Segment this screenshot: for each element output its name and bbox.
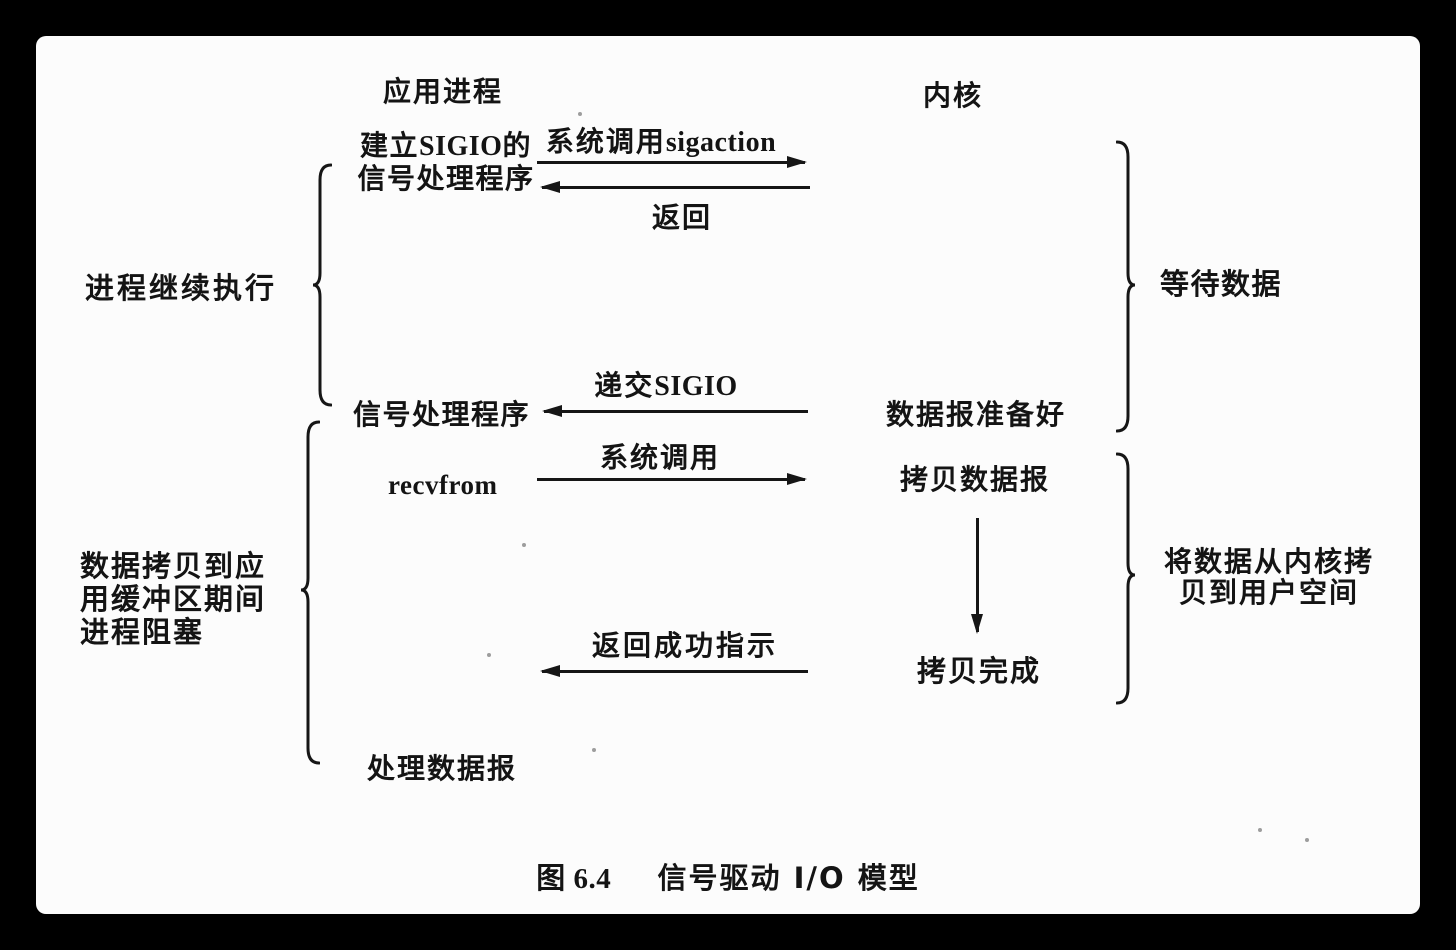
figure-caption: 图 6.4 信号驱动 I/O 模型 [36, 861, 1420, 896]
label-setup-sigio-handler: 建立SIGIO的 信号处理程序 [346, 129, 546, 196]
label-recvfrom: recvfrom [388, 470, 498, 500]
label-wait-for-data: 等待数据 [1160, 267, 1283, 301]
left-brace-bottom-icon [300, 420, 320, 765]
arrowhead-right-icon [787, 473, 807, 485]
blocked-line3: 进程阻塞 [80, 615, 205, 649]
label-copy-complete: 拷贝完成 [917, 654, 1042, 688]
arrow-shaft [544, 410, 808, 413]
scan-speck [487, 653, 491, 657]
caption-title: 信号驱动 I/O 模型 [657, 861, 920, 895]
copy-kernel-line1: 将数据从内核拷 [1163, 545, 1374, 578]
label-setup-sigio-line2: 信号处理程序 [357, 162, 535, 196]
label-copy-kernel-to-user: 将数据从内核拷 贝到用户空间 [1154, 546, 1384, 608]
label-return-success: 返回成功指示 [592, 629, 779, 662]
right-brace-top-icon [1116, 140, 1136, 433]
blocked-line1: 数据拷贝到应 [80, 549, 267, 583]
label-process-datagram: 处理数据报 [367, 752, 518, 785]
scan-speck [1258, 828, 1262, 832]
setup-sigio-latin: SIGIO [419, 131, 503, 162]
arrowhead-down-icon [971, 614, 983, 634]
scan-speck [592, 748, 596, 752]
diagram-canvas: 应用进程 内核 建立SIGIO的 信号处理程序 系统调用sigaction 返回… [36, 36, 1420, 914]
arrow-shaft [542, 186, 810, 189]
label-copy-datagram: 拷贝数据报 [900, 463, 1051, 496]
deliver-sigio-latin: SIGIO [654, 371, 738, 402]
label-return: 返回 [652, 201, 713, 234]
label-process-continues: 进程继续执行 [85, 271, 278, 305]
arrowhead-left-icon [540, 665, 560, 677]
header-application-process: 应用进程 [383, 75, 504, 108]
sigaction-call-zh: 系统调用 [545, 125, 666, 158]
arrow-shaft [537, 161, 805, 164]
arrow-shaft [976, 518, 979, 632]
caption-number: 图 6.4 [536, 863, 612, 895]
label-datagram-ready: 数据报准备好 [886, 398, 1067, 431]
label-sigaction-call: 系统调用sigaction [541, 125, 781, 159]
arrowhead-left-icon [542, 405, 562, 417]
scan-speck [1305, 838, 1309, 842]
label-setup-sigio-line1: 建立SIGIO的 [346, 129, 546, 163]
label-blocked-during-copy: 数据拷贝到应 用缓冲区期间 进程阻塞 [80, 550, 266, 649]
label-signal-handler: 信号处理程序 [353, 398, 531, 431]
arrow-shaft [542, 670, 808, 673]
copy-kernel-line2: 贝到用户空间 [1178, 576, 1359, 609]
right-brace-bottom-icon [1116, 452, 1136, 705]
setup-suffix: 的 [502, 129, 532, 162]
arrowhead-left-icon [540, 181, 560, 193]
left-brace-top-icon [312, 163, 332, 407]
deliver-sigio-zh: 递交 [594, 369, 655, 402]
arrow-shaft [537, 478, 805, 481]
arrowhead-right-icon [787, 156, 807, 168]
sigaction-call-latin: sigaction [665, 127, 777, 158]
label-deliver-sigio: 递交SIGIO [546, 369, 786, 403]
scan-speck [578, 112, 582, 116]
label-system-call: 系统调用 [600, 441, 721, 474]
scan-speck [522, 543, 526, 547]
header-kernel: 内核 [923, 79, 984, 112]
setup-prefix: 建立 [360, 129, 420, 162]
blocked-line2: 用缓冲区期间 [80, 582, 267, 616]
